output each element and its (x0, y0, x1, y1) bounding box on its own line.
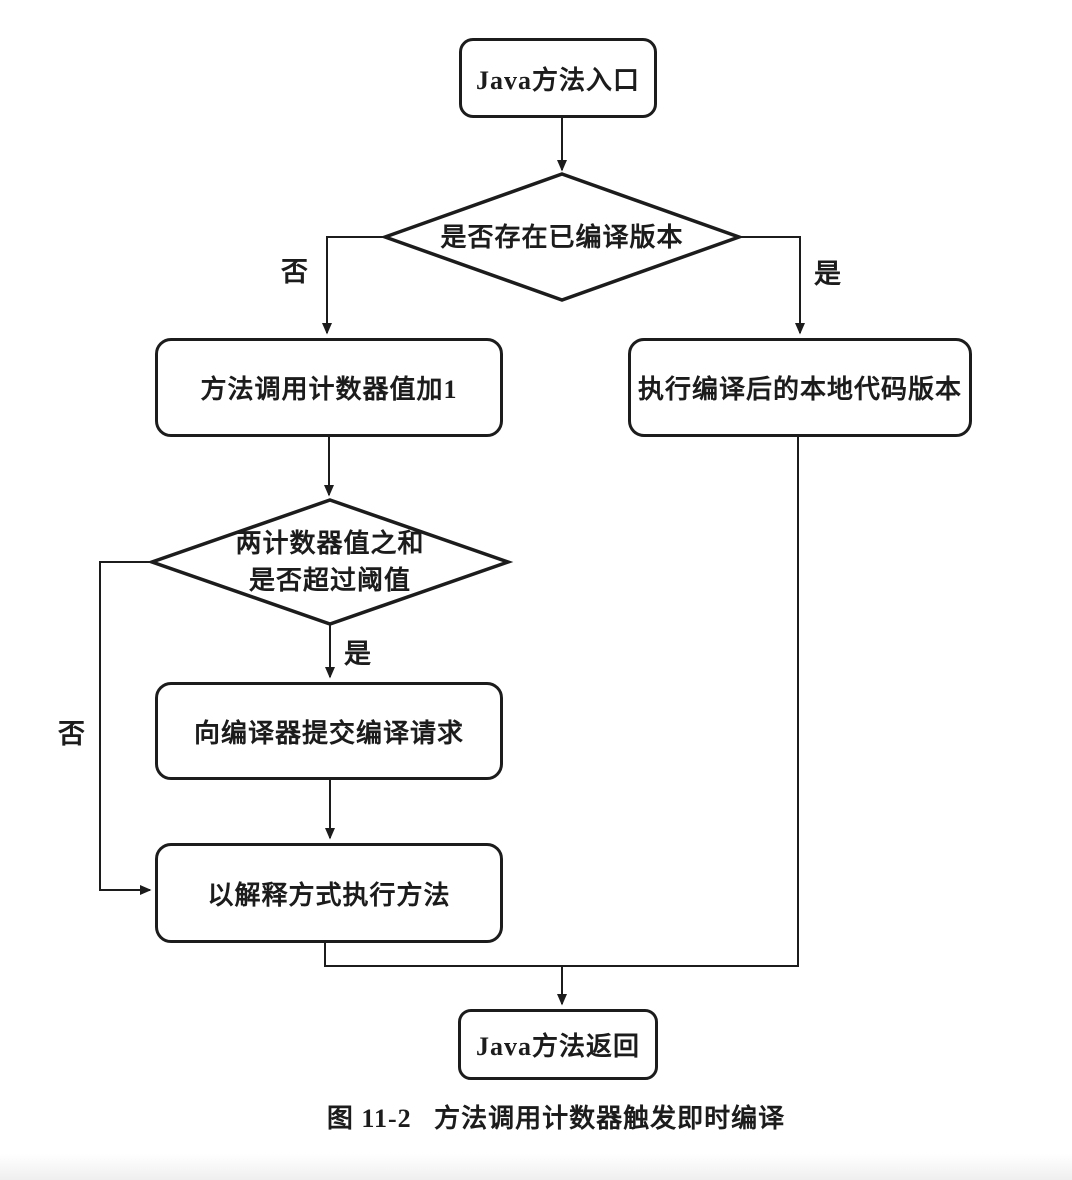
node-java-method-entry: Java方法入口 (459, 38, 657, 118)
decision-counters-over-threshold-label: 两计数器值之和 是否超过阈值 (180, 524, 480, 600)
decision-counters-over-threshold-line1: 两计数器值之和 (235, 529, 425, 558)
decision-counters-over-threshold-shape (146, 498, 514, 626)
page-edge-shadow (0, 1154, 1072, 1180)
node-increment-invocation-counter-label: 方法调用计数器值加1 (200, 375, 458, 404)
edge-decision1-yes-to-native (740, 236, 805, 335)
branch-label-threshold-yes: 是 (344, 639, 371, 669)
branch-label-compiled-yes: 是 (814, 259, 841, 289)
decision-has-compiled-version-shape (379, 172, 745, 302)
node-java-method-entry-label: Java方法入口 (475, 65, 640, 95)
decision-has-compiled-version-text: 是否存在已编译版本 (440, 222, 684, 252)
decision-has-compiled-version-label: 是否存在已编译版本 (412, 216, 712, 258)
edge-decision2-no-loop-to-interpret (99, 561, 152, 895)
node-interpret-execute-method: 以解释方式执行方法 (155, 843, 503, 943)
edge-decision1-no-to-increment (322, 236, 388, 335)
node-interpret-execute-method-label: 以解释方式执行方法 (207, 880, 451, 910)
node-submit-compile-request-label: 向编译器提交编译请求 (193, 718, 464, 748)
node-java-method-return-label: Java方法返回 (475, 1032, 640, 1061)
branch-label-compiled-no: 否 (281, 257, 308, 287)
decision-counters-over-threshold-line2: 是否超过阈值 (248, 566, 411, 595)
figure-caption: 图 11-2 方法调用计数器触发即时编译 (326, 1104, 786, 1133)
node-execute-compiled-native-code: 执行编译后的本地代码版本 (628, 338, 972, 437)
branch-label-threshold-no: 否 (58, 719, 85, 749)
node-execute-compiled-native-code-label: 执行编译后的本地代码版本 (637, 375, 962, 404)
node-increment-invocation-counter: 方法调用计数器值加1 (155, 338, 503, 437)
node-java-method-return: Java方法返回 (458, 1009, 658, 1080)
node-submit-compile-request: 向编译器提交编译请求 (155, 682, 503, 780)
